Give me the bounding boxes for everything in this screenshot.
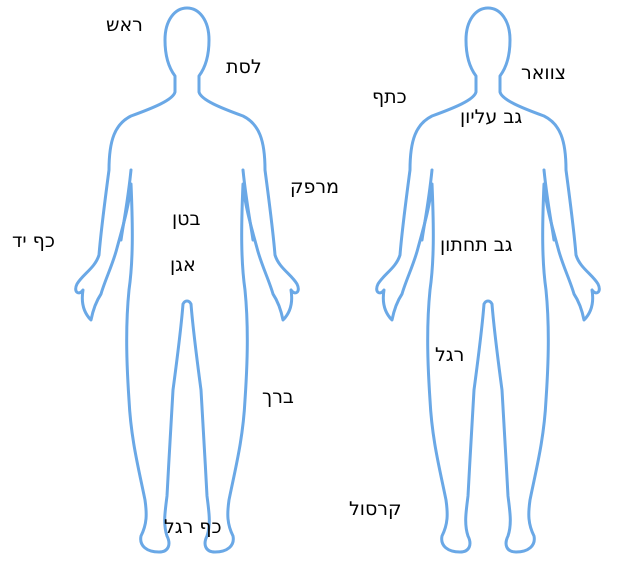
label-shoulder: כתף [372, 88, 407, 107]
back-figure-outline [377, 8, 600, 552]
label-hand: כף יד [12, 232, 55, 251]
front-figure-outline [76, 8, 299, 552]
label-upper-back: גב עליון [460, 108, 522, 127]
label-knee: ברך [262, 388, 294, 407]
label-ankle: קרסול [349, 500, 402, 519]
label-lower-back: גב תחתון [440, 236, 513, 255]
label-pelvis: אגן [170, 256, 196, 275]
label-foot: כף רגל [164, 518, 222, 537]
label-neck: צוואר [521, 64, 566, 83]
label-leg: רגל [435, 346, 464, 365]
label-jaw: לסת [226, 58, 262, 77]
label-belly: בטן [172, 210, 200, 229]
label-head: ראש [106, 16, 143, 35]
label-elbow: מרפק [290, 178, 339, 197]
